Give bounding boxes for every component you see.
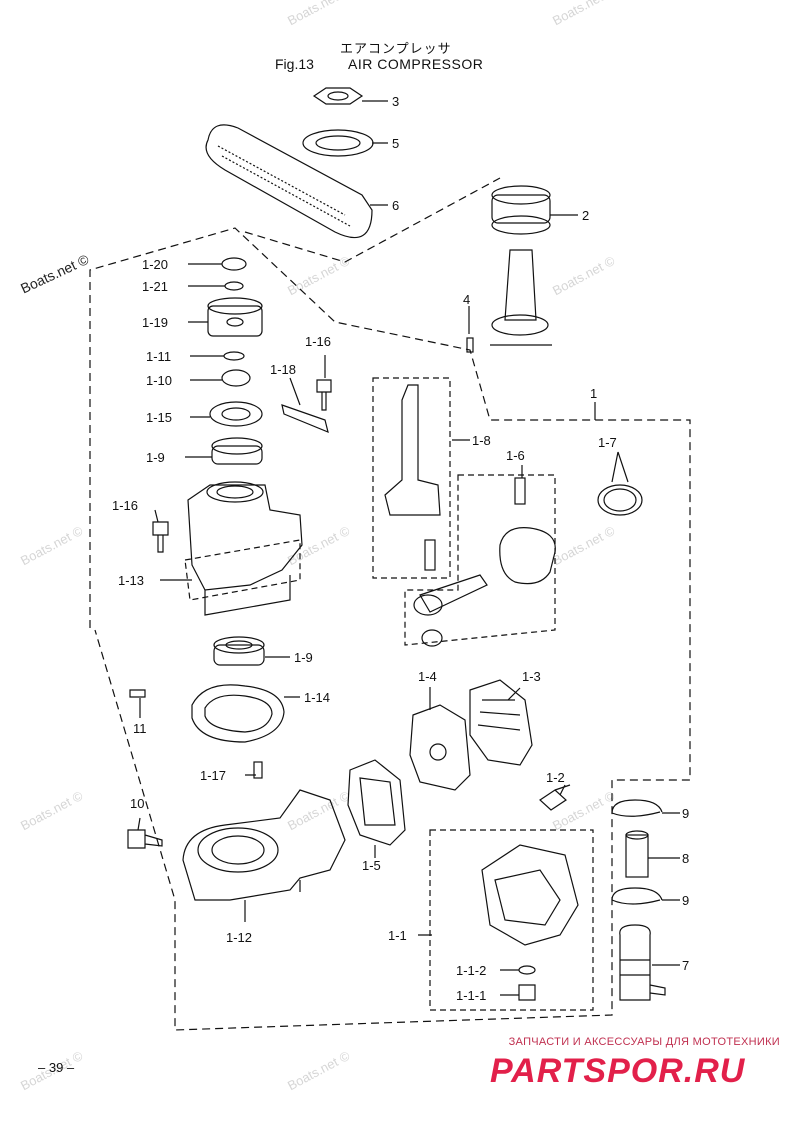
callout-9-lower: 9 bbox=[682, 893, 689, 908]
part-filter-7 bbox=[619, 924, 651, 1001]
part-nut-1-20 bbox=[221, 257, 247, 271]
part-washer-1-1-2 bbox=[518, 965, 536, 975]
part-bolt-1-16-lower bbox=[152, 521, 169, 553]
part-plug-1-1-1 bbox=[518, 984, 536, 1001]
brand-logo: PARTSPOR.RU bbox=[490, 1052, 746, 1090]
group-box-1-8 bbox=[372, 377, 451, 579]
part-valve-plate-1-4 bbox=[409, 704, 471, 791]
part-bolt-1-16-upper bbox=[316, 379, 332, 411]
part-fitting-10 bbox=[127, 829, 163, 849]
part-needle-bearing bbox=[421, 629, 443, 647]
callout-1-21: 1-21 bbox=[142, 279, 168, 294]
part-nut-3 bbox=[312, 87, 364, 105]
part-bearing-1-9-upper bbox=[211, 445, 263, 465]
callout-1-15: 1-15 bbox=[146, 410, 172, 425]
callout-1-8: 1-8 bbox=[472, 433, 491, 448]
part-piston-rings-1-7 bbox=[597, 484, 643, 516]
callout-6: 6 bbox=[392, 198, 399, 213]
callout-3: 3 bbox=[392, 94, 399, 109]
page-number: – 39 – bbox=[38, 1060, 75, 1075]
part-ring-1-11 bbox=[223, 351, 245, 361]
part-sleeve-8 bbox=[625, 834, 649, 878]
part-housing-1-13 bbox=[187, 484, 303, 591]
callout-10: 10 bbox=[130, 796, 144, 811]
callout-1-2: 1-2 bbox=[546, 770, 565, 785]
callout-1-7: 1-7 bbox=[598, 435, 617, 450]
callout-1-1-1: 1-1-1 bbox=[456, 988, 486, 1003]
part-bolt-1-2 bbox=[539, 784, 571, 811]
part-reed-plate-1-3 bbox=[469, 679, 533, 766]
part-belt-6 bbox=[205, 124, 373, 239]
part-key-4 bbox=[466, 337, 474, 353]
callout-1-1-2: 1-1-2 bbox=[456, 963, 486, 978]
callout-5: 5 bbox=[392, 136, 399, 151]
part-gasket-1-14 bbox=[191, 684, 285, 743]
part-dowel-1-17 bbox=[253, 761, 263, 779]
part-seal-1-15 bbox=[209, 401, 263, 427]
callout-1-11: 1-11 bbox=[146, 349, 171, 364]
callout-7: 7 bbox=[682, 958, 689, 973]
callout-1-19: 1-19 bbox=[142, 315, 168, 330]
title-japanese: エアコンプレッサ bbox=[340, 41, 452, 56]
callout-11: 11 bbox=[133, 721, 147, 736]
figure-number: Fig.13 bbox=[275, 56, 314, 72]
callout-1-9-lower: 1-9 bbox=[294, 650, 313, 665]
callout-1-20: 1-20 bbox=[142, 257, 168, 272]
callout-1-16-lower: 1-16 bbox=[112, 498, 138, 513]
figure-title: AIR COMPRESSOR bbox=[348, 56, 484, 72]
part-collar-1-10 bbox=[221, 369, 251, 387]
callout-1-5: 1-5 bbox=[362, 858, 381, 873]
part-gear-1-19 bbox=[207, 305, 263, 337]
part-plate-1-18 bbox=[281, 404, 329, 434]
callout-1-18: 1-18 bbox=[270, 362, 296, 377]
part-cylinder-1-12 bbox=[182, 789, 346, 901]
part-gasket-1-5 bbox=[347, 759, 406, 846]
callout-1-17: 1-17 bbox=[200, 768, 226, 783]
callout-1-6: 1-6 bbox=[506, 448, 525, 463]
brand-tagline: ЗАПЧАСТИ И АКСЕССУАРЫ ДЛЯ МОТОТЕХНИКИ bbox=[508, 1036, 780, 1048]
part-crankshaft-1-8 bbox=[384, 384, 441, 516]
callout-1-10: 1-10 bbox=[146, 373, 172, 388]
part-clip-9-lower bbox=[611, 887, 663, 905]
part-clip-9-upper bbox=[611, 799, 663, 817]
callout-1-9-upper: 1-9 bbox=[146, 450, 165, 465]
part-washer-5 bbox=[302, 129, 374, 157]
callout-1-13: 1-13 bbox=[118, 573, 144, 588]
callout-8: 8 bbox=[682, 851, 689, 866]
callout-1-12: 1-12 bbox=[226, 930, 252, 945]
assembly-boundary bbox=[89, 227, 691, 1031]
callout-1-16-upper: 1-16 bbox=[305, 334, 331, 349]
part-piston bbox=[499, 527, 556, 585]
callout-4: 4 bbox=[463, 292, 470, 307]
group-box-1-1 bbox=[429, 829, 594, 1011]
callout-1-4: 1-4 bbox=[418, 669, 437, 684]
part-washer-1-21 bbox=[224, 281, 244, 291]
part-shaft bbox=[504, 249, 537, 321]
callout-2: 2 bbox=[582, 208, 589, 223]
callout-1-14: 1-14 bbox=[304, 690, 330, 705]
part-cylinder-head-1-1 bbox=[481, 844, 579, 946]
callout-1: 1 bbox=[590, 386, 597, 401]
callout-1-1: 1-1 bbox=[388, 928, 407, 943]
callout-1-3: 1-3 bbox=[522, 669, 541, 684]
part-pin-1-6 bbox=[514, 477, 526, 505]
part-conrod bbox=[419, 574, 488, 613]
part-bearing-1-9-lower bbox=[213, 644, 265, 666]
part-pin-11 bbox=[129, 689, 146, 698]
part-pulley-2 bbox=[491, 194, 551, 224]
callout-9-upper: 9 bbox=[682, 806, 689, 821]
